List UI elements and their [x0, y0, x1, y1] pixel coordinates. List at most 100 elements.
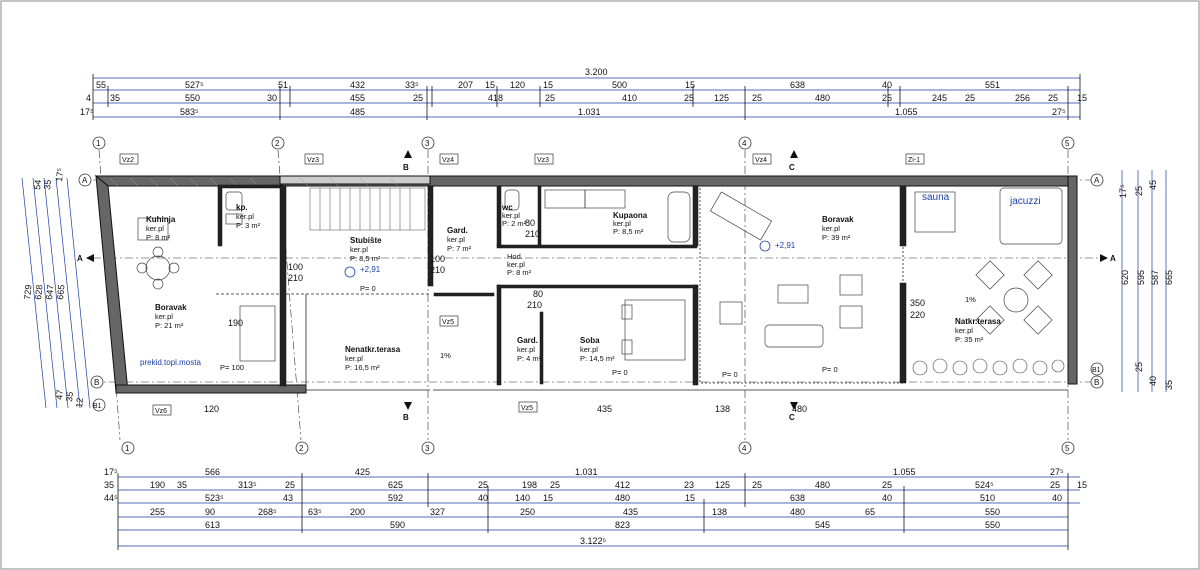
- svg-text:138: 138: [715, 404, 730, 414]
- svg-text:480: 480: [815, 480, 830, 490]
- svg-text:620: 620: [1120, 270, 1130, 285]
- top-dimension-ticks: [92, 74, 1081, 120]
- right-dimensions: [1121, 170, 1167, 392]
- svg-text:Vz3: Vz3: [307, 157, 319, 164]
- svg-text:25: 25: [882, 480, 892, 490]
- svg-text:wc: wc: [501, 203, 513, 212]
- svg-text:729: 729: [22, 284, 34, 300]
- svg-text:25: 25: [1134, 186, 1144, 196]
- room-soba: Soba ker.pl P: 14,5 m²: [580, 336, 615, 363]
- svg-text:40: 40: [882, 80, 892, 90]
- svg-text:665: 665: [55, 284, 67, 300]
- svg-text:B: B: [1094, 378, 1099, 387]
- svg-text:C: C: [789, 163, 795, 172]
- svg-text:523⁵: 523⁵: [205, 493, 224, 503]
- svg-text:245: 245: [932, 93, 947, 103]
- svg-text:Stubište: Stubište: [350, 236, 382, 245]
- svg-text:313⁵: 313⁵: [238, 480, 257, 490]
- svg-text:B1: B1: [93, 403, 102, 410]
- svg-text:3: 3: [425, 139, 430, 148]
- opening-dimensions: 100 210 100 210 80 210 80 210 190 350 22…: [204, 218, 925, 414]
- svg-text:B: B: [403, 413, 409, 422]
- prekid-note: prekid.topl.mosta: [140, 358, 201, 367]
- svg-text:25: 25: [550, 480, 560, 490]
- svg-text:1: 1: [96, 139, 101, 148]
- svg-text:638: 638: [790, 493, 805, 503]
- svg-text:2: 2: [299, 444, 304, 453]
- svg-text:15: 15: [685, 493, 695, 503]
- wall-hatch: [109, 177, 399, 187]
- svg-text:Vz5: Vz5: [521, 405, 533, 412]
- svg-text:25: 25: [285, 480, 295, 490]
- svg-text:595: 595: [1136, 270, 1146, 285]
- svg-text:A: A: [82, 176, 88, 185]
- svg-text:551: 551: [985, 80, 1000, 90]
- svg-text:220: 220: [910, 310, 925, 320]
- svg-text:ker.pl: ker.pl: [447, 235, 465, 244]
- jacuzzi-label: jacuzzi: [1009, 196, 1041, 207]
- svg-text:Gard.: Gard.: [517, 336, 538, 345]
- svg-text:23: 23: [684, 480, 694, 490]
- left-dimension-labels: 729 628 647 665 17⁵ 35 54 47 35 12: [22, 167, 85, 408]
- svg-text:Zi-1: Zi-1: [908, 157, 920, 164]
- svg-text:Vz2: Vz2: [122, 157, 134, 164]
- svg-text:P: 16,5 m²: P: 16,5 m²: [345, 363, 380, 372]
- left-dimensions: [21, 177, 91, 409]
- sauna-label: sauna: [922, 192, 950, 203]
- svg-text:51: 51: [278, 80, 288, 90]
- svg-text:1.031: 1.031: [575, 467, 598, 477]
- svg-text:412: 412: [615, 480, 630, 490]
- svg-text:Natkr.terasa: Natkr.terasa: [955, 317, 1001, 326]
- room-kuhinja: Kuhinja ker.pl P: 8 m²: [146, 215, 176, 242]
- room-kp: kp. ker.pl P: 3 m²: [236, 203, 261, 230]
- svg-text:P: 3 m²: P: 3 m²: [236, 221, 261, 230]
- svg-text:kp.: kp.: [236, 203, 248, 212]
- svg-text:27⁵: 27⁵: [1050, 467, 1064, 477]
- room-natkr-terasa: Natkr.terasa ker.pl P: 35 m²: [955, 317, 1001, 344]
- svg-text:25: 25: [413, 93, 423, 103]
- svg-text:P: 2 m²: P: 2 m²: [502, 219, 527, 228]
- svg-text:100: 100: [430, 254, 445, 264]
- svg-text:5: 5: [1065, 139, 1070, 148]
- svg-text:15: 15: [543, 80, 553, 90]
- svg-text:ker.pl: ker.pl: [955, 326, 973, 335]
- svg-text:Nenatkr.terasa: Nenatkr.terasa: [345, 345, 401, 354]
- svg-text:A: A: [77, 254, 83, 263]
- svg-text:545: 545: [815, 520, 830, 530]
- svg-text:17⁵: 17⁵: [80, 107, 94, 117]
- svg-text:Kupaona: Kupaona: [613, 211, 648, 220]
- svg-text:1.055: 1.055: [893, 467, 916, 477]
- svg-text:25: 25: [478, 480, 488, 490]
- dim-bottom-row1: 17⁵ 566 425 1.031 1.055 27⁵: [104, 467, 1064, 477]
- svg-text:15: 15: [685, 80, 695, 90]
- svg-text:33⁵: 33⁵: [405, 80, 419, 90]
- room-kupaona: Kupaona ker.pl P: 8,5 m²: [613, 211, 648, 236]
- svg-text:647: 647: [44, 284, 56, 300]
- svg-text:480: 480: [815, 93, 830, 103]
- room-stubiste: Stubište ker.pl P: 8,5 m²: [350, 236, 382, 263]
- svg-text:425: 425: [355, 467, 370, 477]
- plants: [912, 358, 1065, 376]
- svg-text:590: 590: [390, 520, 405, 530]
- bottom-dimensions: [118, 476, 1080, 547]
- level-marks: +2,91 +2,91 P= 0 P= 0 P= 0 P= 0 P= 100 1…: [140, 240, 976, 379]
- svg-text:B: B: [94, 378, 99, 387]
- svg-text:ker.pl: ker.pl: [345, 354, 363, 363]
- svg-text:40: 40: [1052, 493, 1062, 503]
- svg-text:480: 480: [790, 507, 805, 517]
- room-gard-1: Gard. ker.pl P: 7 m²: [447, 226, 472, 253]
- svg-text:15: 15: [485, 80, 495, 90]
- svg-text:ker.pl: ker.pl: [507, 260, 525, 269]
- svg-text:P: 4 m²: P: 4 m²: [517, 354, 542, 363]
- svg-text:592: 592: [388, 493, 403, 503]
- svg-text:Vz4: Vz4: [755, 157, 767, 164]
- room-labels: Kuhinja ker.pl P: 8 m² kp. ker.pl P: 3 m…: [146, 192, 1041, 372]
- svg-text:4: 4: [742, 444, 747, 453]
- svg-text:43: 43: [283, 493, 293, 503]
- dim-top-row3: 4 35 550 30 455 25 418 25 410 25 125 25 …: [86, 93, 1087, 103]
- svg-text:25: 25: [1134, 362, 1144, 372]
- svg-text:P: 8 m²: P: 8 m²: [146, 233, 171, 242]
- svg-text:P: 7 m²: P: 7 m²: [447, 244, 472, 253]
